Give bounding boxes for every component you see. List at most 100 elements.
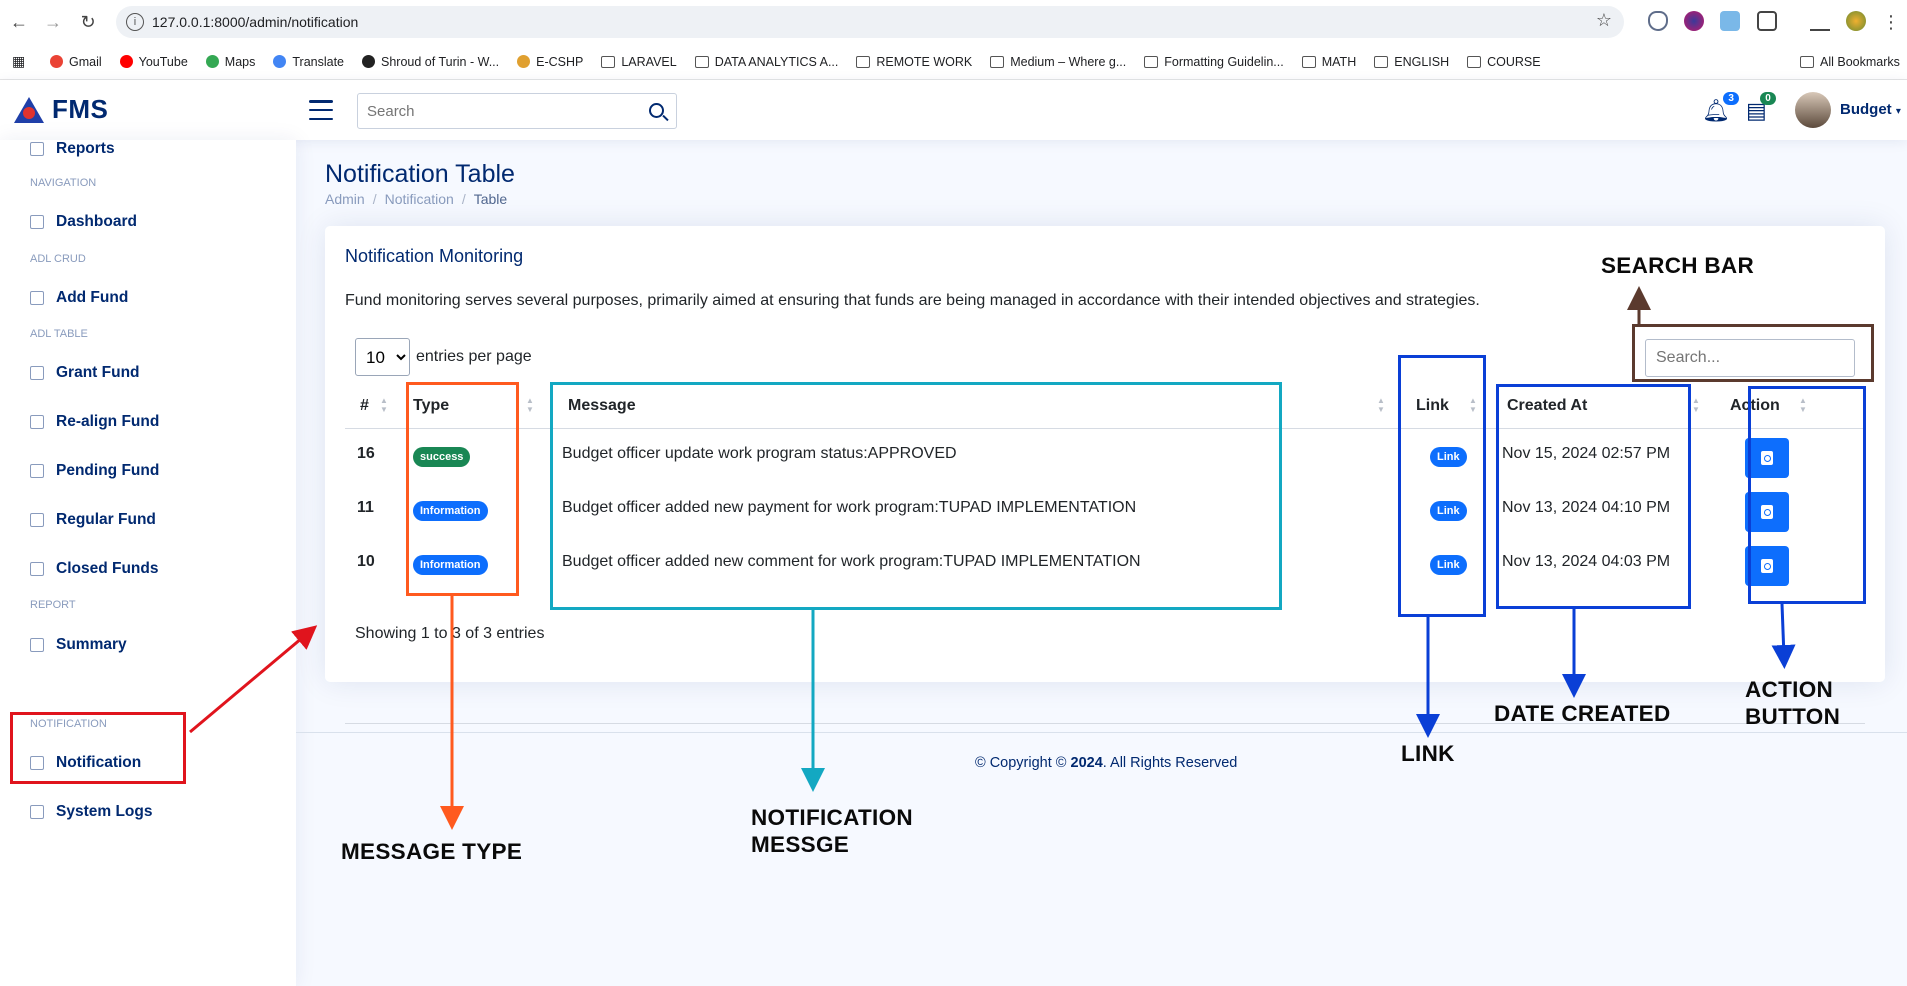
sort-icon[interactable]: ▲▼ xyxy=(1469,396,1477,414)
favicon-icon xyxy=(362,55,376,68)
bookmark-item[interactable]: LARAVEL xyxy=(601,55,677,69)
bookmark-item[interactable]: REMOTE WORK xyxy=(856,55,972,69)
sidebar-item-label: Closed Funds xyxy=(56,560,159,577)
bookmark-item[interactable]: YouTube xyxy=(119,55,188,69)
header-search-input[interactable] xyxy=(358,102,628,120)
nav-item-icon xyxy=(30,142,44,156)
column-header-created[interactable]: Created At xyxy=(1507,397,1588,414)
bookmark-item[interactable]: MATH xyxy=(1301,55,1356,69)
view-action-button[interactable] xyxy=(1745,438,1789,478)
chat-icon[interactable]: ▤ 0 xyxy=(1746,92,1776,124)
column-header-message[interactable]: Message xyxy=(568,397,636,414)
sort-icon[interactable]: ▲▼ xyxy=(1799,396,1807,414)
breadcrumb: Admin / Notification / Table xyxy=(325,191,508,207)
link-label: LINK xyxy=(1401,741,1455,766)
link-button[interactable]: Link xyxy=(1430,447,1467,467)
type-badge: Information xyxy=(413,501,488,521)
back-arrow-icon[interactable]: ← xyxy=(10,11,28,32)
folder-icon xyxy=(694,55,709,68)
entries-select[interactable]: 10 xyxy=(355,338,410,376)
nav-item-icon xyxy=(30,805,44,819)
sidebar-item-notification[interactable]: Notification xyxy=(30,754,141,772)
bookmark-item[interactable]: E-CSHP xyxy=(517,55,583,69)
notification-count-badge: 3 xyxy=(1723,92,1739,105)
address-bar[interactable]: i 127.0.0.1:8000/admin/notification ☆ xyxy=(116,6,1624,38)
row-message: Budget officer update work program statu… xyxy=(562,445,957,462)
view-action-button[interactable] xyxy=(1745,546,1789,586)
table-search-input[interactable] xyxy=(1645,339,1855,377)
media-controls-icon[interactable] xyxy=(1810,11,1830,31)
user-menu[interactable]: Budget ▾ xyxy=(1840,101,1901,118)
caret-down-icon: ▾ xyxy=(1895,106,1901,117)
more-menu-icon[interactable]: ⋮ xyxy=(1882,11,1900,32)
message-type-annotation-box xyxy=(406,382,519,596)
bookmark-item[interactable]: Medium – Where g... xyxy=(990,55,1126,69)
folder-icon xyxy=(1374,55,1389,68)
row-created-at: Nov 13, 2024 04:10 PM xyxy=(1502,499,1671,516)
column-header-action[interactable]: Action xyxy=(1730,397,1780,414)
bookmark-item[interactable]: Shroud of Turin - W... xyxy=(362,55,499,69)
sidebar-item-label: Summary xyxy=(56,636,127,653)
column-header-link[interactable]: Link xyxy=(1416,397,1449,414)
nav-item-icon xyxy=(30,291,44,305)
date-annotation-box xyxy=(1496,384,1691,609)
hamburger-menu-icon[interactable] xyxy=(309,100,333,120)
sidebar-item-summary[interactable]: Summary xyxy=(30,636,127,654)
sidebar-item-closed-funds[interactable]: Closed Funds xyxy=(30,560,158,578)
url-text: 127.0.0.1:8000/admin/notification xyxy=(152,14,359,30)
bookmark-item[interactable]: ENGLISH xyxy=(1374,55,1449,69)
sort-icon[interactable]: ▲▼ xyxy=(380,396,388,414)
site-info-icon[interactable]: i xyxy=(126,13,144,31)
grid-extension-icon[interactable] xyxy=(1720,11,1740,31)
color-extension-icon[interactable] xyxy=(1684,11,1704,31)
breadcrumb-admin[interactable]: Admin xyxy=(325,191,365,207)
forward-arrow-icon[interactable]: → xyxy=(44,11,62,32)
bookmark-star-icon[interactable]: ☆ xyxy=(1595,10,1612,30)
action-annotation-box xyxy=(1748,386,1866,604)
sidebar-item-add-fund[interactable]: Add Fund xyxy=(30,289,128,307)
bookmark-item[interactable]: Translate xyxy=(273,55,344,69)
sort-icon[interactable]: ▲▼ xyxy=(526,396,534,414)
sidebar-item-system-logs[interactable]: System Logs xyxy=(30,803,152,821)
avatar[interactable] xyxy=(1795,92,1831,128)
entries-per-page: 10 entries per page xyxy=(355,338,532,376)
view-action-button[interactable] xyxy=(1745,492,1789,532)
bell-icon[interactable]: 🔔︎ 3 xyxy=(1702,92,1739,124)
all-bookmarks[interactable]: All Bookmarks xyxy=(1800,55,1900,69)
bookmark-item[interactable]: COURSE xyxy=(1467,55,1541,69)
bookmark-item[interactable]: Gmail xyxy=(50,55,102,69)
sidebar-item-reports[interactable]: Reports xyxy=(30,140,115,158)
sort-icon[interactable]: ▲▼ xyxy=(1377,396,1385,414)
sidebar-item-regular-fund[interactable]: Regular Fund xyxy=(30,511,156,529)
column-header-type[interactable]: Type xyxy=(413,397,450,414)
bookmark-item[interactable]: Formatting Guidelin... xyxy=(1144,55,1284,69)
profile-icon[interactable] xyxy=(1846,11,1866,31)
bookmark-item[interactable]: Maps xyxy=(205,55,255,69)
sidebar-item-re-align-fund[interactable]: Re-align Fund xyxy=(30,413,159,431)
link-button[interactable]: Link xyxy=(1430,501,1467,521)
page-title: Notification Table xyxy=(325,160,515,188)
sidebar-item-label: Dashboard xyxy=(56,213,137,230)
browser-toolbar: ← → ↻ i 127.0.0.1:8000/admin/notificatio… xyxy=(0,0,1907,44)
bookmark-item[interactable]: DATA ANALYTICS A... xyxy=(694,55,838,69)
sort-icon[interactable]: ▲▼ xyxy=(1692,396,1700,414)
apps-grid-icon[interactable]: ▦ xyxy=(12,53,26,69)
reload-icon[interactable]: ↻ xyxy=(80,11,96,32)
breadcrumb-notification[interactable]: Notification xyxy=(384,191,454,207)
card-description: Fund monitoring serves several purposes,… xyxy=(345,292,1480,309)
puzzle-extensions-icon[interactable] xyxy=(1757,11,1777,31)
logo[interactable]: FMS xyxy=(14,94,108,125)
sidebar-item-grant-fund[interactable]: Grant Fund xyxy=(30,364,140,382)
link-button[interactable]: Link xyxy=(1430,555,1467,575)
sidebar-item-dashboard[interactable]: Dashboard xyxy=(30,213,137,231)
sidebar-item-pending-fund[interactable]: Pending Fund xyxy=(30,462,159,480)
nav-item-icon xyxy=(30,756,44,770)
type-badge: success xyxy=(413,447,471,467)
nav-item-icon xyxy=(30,215,44,229)
table-info: Showing 1 to 3 of 3 entries xyxy=(355,625,545,642)
search-icon[interactable] xyxy=(649,103,664,118)
link-annotation-box xyxy=(1398,355,1486,617)
type-badge: Information xyxy=(413,555,488,575)
shield-extension-icon[interactable] xyxy=(1648,11,1668,31)
column-header-id[interactable]: # xyxy=(360,397,369,414)
